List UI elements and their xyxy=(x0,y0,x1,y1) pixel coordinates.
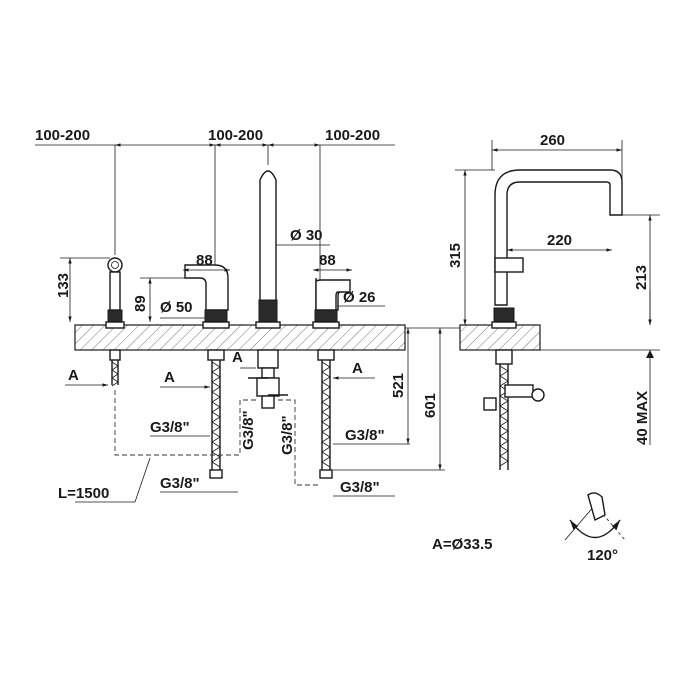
left-valve xyxy=(184,264,230,479)
spacing-dimensions: 100-200 100-200 100-200 xyxy=(35,127,395,290)
thread-label-2: G3/8" xyxy=(240,410,257,450)
a-label-3: A xyxy=(232,349,243,366)
side-base-ring xyxy=(493,307,515,323)
depth-601-label: 601 xyxy=(422,393,439,418)
front-view: 100-200 100-200 100-200 xyxy=(35,127,460,503)
side-shank xyxy=(495,349,513,365)
thread-label-6: G3/8" xyxy=(340,479,380,496)
thread-label-3: G3/8" xyxy=(279,415,296,455)
rotation-label: 120° xyxy=(587,547,618,564)
a-value-note: A=Ø33.5 xyxy=(432,536,492,553)
handle-88-right-label: 88 xyxy=(319,252,336,269)
spacing-label-3: 100-200 xyxy=(325,127,380,144)
side-spout xyxy=(494,169,623,306)
handle-width-dimensions: 88 88 xyxy=(183,252,352,272)
deck-surface xyxy=(74,324,406,351)
height-133-label: 133 xyxy=(55,273,72,298)
hose-routing xyxy=(114,390,320,486)
dia-26-label: Ø 26 xyxy=(343,289,376,306)
reach-220-label: 220 xyxy=(547,232,572,249)
height-213-label: 213 xyxy=(633,265,650,290)
thread-label-4: G3/8" xyxy=(345,427,385,444)
thread-label-5: G3/8" xyxy=(160,475,200,492)
height-dimensions-left: 133 89 xyxy=(55,257,185,322)
thread-label-1: G3/8" xyxy=(150,419,190,436)
side-deck-surface xyxy=(459,324,541,351)
handle-88-left-label: 88 xyxy=(196,252,213,269)
dia-50-label: Ø 50 xyxy=(160,299,193,316)
a-label-4: A xyxy=(352,360,363,377)
dia-30-label: Ø 30 xyxy=(290,227,323,244)
side-base xyxy=(491,321,517,329)
a-label-1: A xyxy=(68,367,79,384)
depth-521-label: 521 xyxy=(390,373,407,398)
side-handle xyxy=(494,257,524,273)
deck-40-max-label: 40 MAX xyxy=(634,391,651,445)
hand-shower xyxy=(105,257,125,387)
side-diverter xyxy=(483,384,545,411)
side-view: 260 220 315 213 40 MAX xyxy=(447,132,660,470)
hose-length-label: L=1500 xyxy=(58,485,109,502)
diameter-labels: Ø 50 Ø 30 Ø 26 xyxy=(160,227,385,319)
right-valve xyxy=(312,277,351,479)
spout xyxy=(248,170,288,409)
spacing-label-1: 100-200 xyxy=(35,127,90,144)
thread-labels: G3/8" G3/8" G3/8" G3/8" G3/8" G3/8" xyxy=(150,410,410,497)
handle-rotation-icon: 120° xyxy=(564,492,626,564)
height-89-label: 89 xyxy=(132,295,149,312)
a-dimension-labels: A A A A xyxy=(65,349,375,389)
width-260-label: 260 xyxy=(540,132,565,149)
spacing-label-2: 100-200 xyxy=(208,127,263,144)
depth-dimensions: 521 601 xyxy=(333,327,460,471)
height-315-label: 315 xyxy=(447,243,464,268)
a-label-2: A xyxy=(164,369,175,386)
hose-length-callout: L=1500 xyxy=(58,457,151,503)
